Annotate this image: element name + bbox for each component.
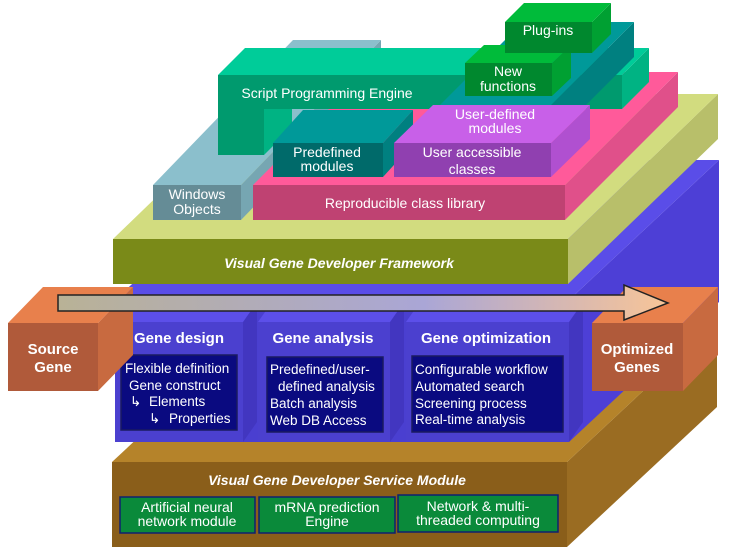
optimized-genes-box-front	[592, 323, 683, 391]
plug-ins-side	[592, 3, 611, 53]
windows-objects-front	[153, 185, 241, 220]
service-item-2	[258, 496, 396, 534]
framework-side	[568, 94, 718, 284]
user-accessible-classes-front	[394, 143, 551, 177]
plug-ins-label: Plug-ins	[523, 22, 574, 38]
user-accessible-classes-side	[551, 105, 590, 177]
optimized-genes-box-side	[683, 287, 718, 391]
gene-design-item: Elements	[149, 394, 206, 409]
gene-design-item: Flexible definition	[125, 361, 229, 376]
user-accessible-classes-label: classes	[449, 161, 496, 177]
gene-analysis-item: Web DB Access	[270, 413, 367, 428]
user-accessible-classes-top	[394, 105, 590, 143]
predefined-modules-front	[273, 143, 383, 177]
windows-objects-label: Windows	[169, 186, 226, 202]
gene-analysis-title: Gene analysis	[273, 330, 374, 347]
gene-design-item: Gene construct	[129, 378, 221, 393]
class-library-side	[565, 72, 678, 220]
plug-ins-front	[505, 22, 592, 53]
gene-design-item: Properties	[169, 411, 231, 426]
script-engine-label: Script Programming Engine	[241, 85, 412, 101]
source-gene-box-front	[8, 323, 98, 391]
service-item-2-line1: mRNA prediction	[274, 499, 379, 515]
gene-optimization-panel	[411, 355, 564, 433]
optimized-genes-label: Genes	[614, 359, 660, 376]
service-item-3-line2: threaded computing	[416, 512, 540, 528]
gene-optimization-module-side	[569, 302, 583, 442]
class-library-label: Reproducible class library	[325, 195, 485, 211]
class-library-front	[253, 185, 565, 220]
gene-analysis-item: defined analysis	[278, 379, 375, 394]
framework-front	[113, 239, 568, 284]
gene-design-title: Gene design	[134, 330, 224, 347]
service-item-3-line1: Network & multi-	[427, 498, 530, 514]
framework-title: Visual Gene Developer Framework	[224, 255, 455, 271]
gene-optimization-item: Configurable workflow	[415, 362, 548, 377]
gene-analysis-item: Predefined/user-	[270, 362, 370, 377]
new-functions-label: New	[494, 63, 523, 79]
predefined-modules-top	[273, 110, 413, 143]
user-accessible-classes-label: User accessible	[423, 144, 522, 160]
script-engine-leg-front	[218, 109, 264, 155]
source-gene-label: Source	[28, 341, 79, 358]
service-module-title: Visual Gene Developer Service Module	[208, 472, 466, 488]
new-functions-side	[552, 45, 571, 96]
sub-arrow-icon: ↳	[149, 411, 160, 426]
plug-ins-top	[505, 3, 611, 22]
gene-analysis-item: Batch analysis	[270, 396, 357, 411]
gene-optimization-item: Automated search	[415, 379, 525, 394]
gene-analysis-panel	[266, 356, 384, 433]
script-engine-side	[622, 48, 649, 109]
new-functions-front	[465, 63, 552, 96]
new-functions-label: functions	[480, 78, 536, 94]
service-item-2-line2: Engine	[305, 513, 349, 529]
source-gene-box-side	[98, 287, 133, 391]
gene-design-module-side	[243, 302, 257, 442]
user-defined-modules-label: modules	[469, 120, 522, 136]
source-gene-label: Gene	[34, 359, 72, 376]
gene-optimization-title: Gene optimization	[421, 330, 551, 347]
gene-optimization-item: Real-time analysis	[415, 412, 526, 427]
sub-arrow-icon: ↳	[130, 394, 141, 409]
gene-design-panel	[120, 354, 238, 431]
service-item-1-line1: Artificial neural	[141, 499, 233, 515]
gene-analysis-module-side	[390, 302, 404, 442]
user-defined-modules-label: User-defined	[455, 106, 535, 122]
predefined-modules-label: Predefined	[293, 144, 361, 160]
service-item-3	[397, 494, 559, 533]
gene-optimization-item: Screening process	[415, 396, 527, 411]
service-item-1	[119, 496, 256, 534]
predefined-modules-label: modules	[301, 158, 354, 174]
service-item-1-line2: network module	[138, 513, 237, 529]
optimized-genes-label: Optimized	[601, 341, 674, 358]
windows-objects-label: Objects	[173, 201, 220, 217]
flow-arrow	[57, 283, 671, 322]
